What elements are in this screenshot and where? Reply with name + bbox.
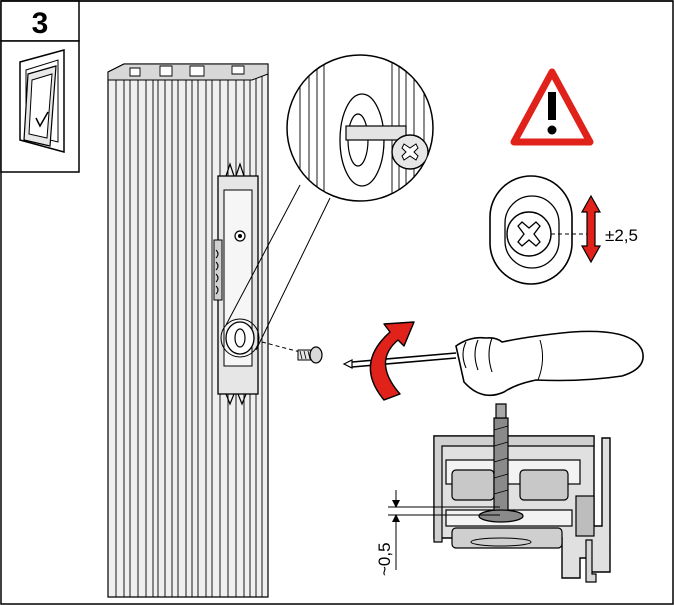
screwdriver-icon xyxy=(342,330,644,397)
hinge-plate xyxy=(213,162,260,406)
magnified-detail xyxy=(286,54,434,202)
magnifier-leaders xyxy=(225,184,331,351)
screw xyxy=(261,341,323,364)
adjustment-slot xyxy=(489,175,592,285)
adjust-range-arrow xyxy=(580,194,602,264)
detail-focus-circle xyxy=(220,318,260,358)
window-tilt-icon xyxy=(0,40,80,173)
profile-cross-section xyxy=(433,403,611,583)
warning-triangle-icon xyxy=(510,68,594,146)
gap-label: ~0,5 xyxy=(375,542,394,576)
step-number: 3 xyxy=(32,7,49,40)
rotate-arrow-icon xyxy=(369,321,415,401)
step-header: 3 xyxy=(0,0,673,42)
adjustment-label: ±2,5 xyxy=(605,226,638,245)
cross-head-icon xyxy=(517,221,541,247)
gap-dimension xyxy=(388,490,500,570)
